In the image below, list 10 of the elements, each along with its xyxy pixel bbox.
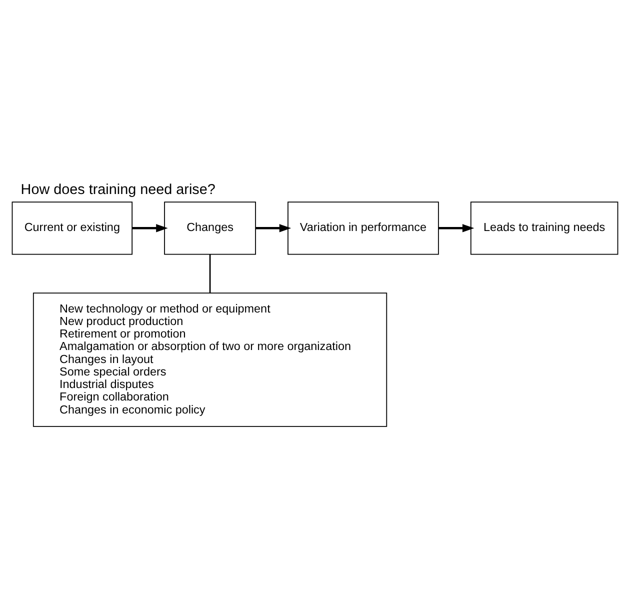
arrow xyxy=(132,224,168,232)
connector xyxy=(209,254,211,292)
node-box: Leads to training needs xyxy=(470,201,618,254)
arrow xyxy=(256,224,292,232)
diagram-title: How does training need arise? xyxy=(20,181,216,198)
node-box: Changes xyxy=(164,201,256,254)
node-box: New technology or method or equipment New product production Retirement or promotion Amalgamation or absorption of two or more organization Changes in layout Some special orders Industrial disputes Foreign collaboration Changes in economic policy xyxy=(32,292,388,426)
arrow xyxy=(438,224,474,232)
node-box: Current or existing xyxy=(12,201,133,254)
node-box: Variation in performance xyxy=(288,201,439,254)
